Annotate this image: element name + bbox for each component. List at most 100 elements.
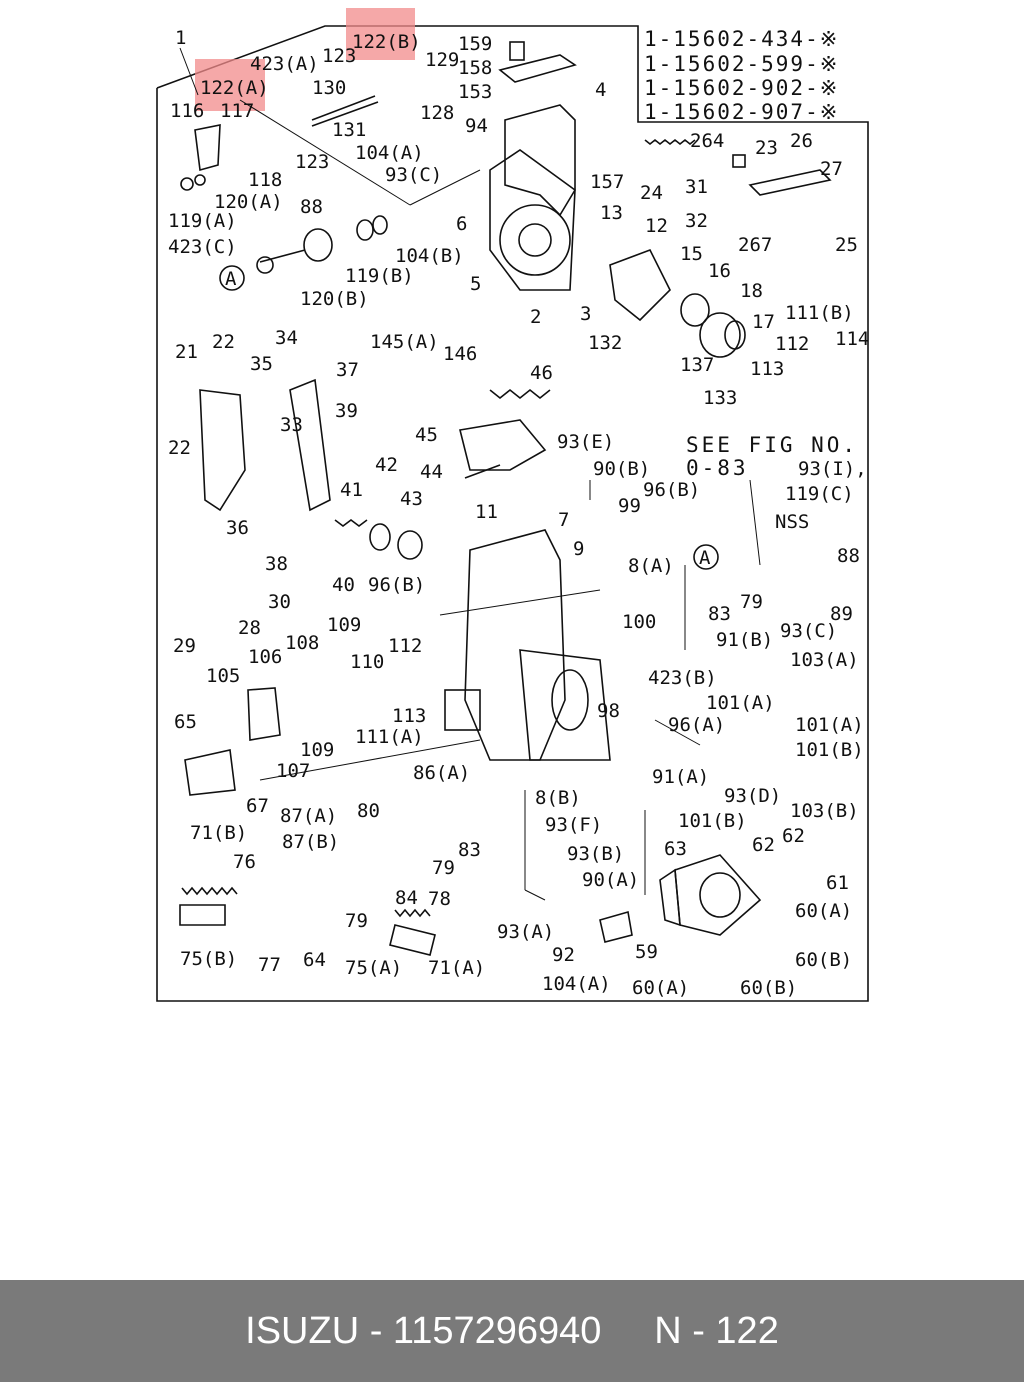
part-label: 93(C) bbox=[385, 164, 442, 186]
footer-part-number: ISUZU - 1157296940 N - 122 bbox=[245, 1309, 779, 1352]
part-label: 153 bbox=[458, 81, 492, 103]
part-label: 90(A) bbox=[582, 869, 639, 891]
part-label: 59 bbox=[635, 941, 658, 963]
part-label: 77 bbox=[258, 954, 281, 976]
part-label: 129 bbox=[425, 49, 459, 71]
part-label: 60(B) bbox=[740, 977, 797, 999]
part-label: 103(A) bbox=[790, 649, 859, 671]
part-label: 67 bbox=[246, 795, 269, 817]
part-label: 27 bbox=[820, 158, 843, 180]
part-label: 108 bbox=[285, 632, 319, 654]
part-label: 6 bbox=[456, 213, 467, 235]
part-labels: 1 122(B) 159 158 153 123 129 423(A) 122(… bbox=[168, 27, 869, 999]
part-label: 1 bbox=[175, 27, 186, 49]
reference-number-3: 1-15602-902-※ bbox=[644, 76, 839, 100]
part-label: 7 bbox=[558, 509, 569, 531]
part-label: 423(A) bbox=[250, 53, 319, 75]
part-label: 34 bbox=[275, 327, 298, 349]
part-label: 112 bbox=[388, 635, 422, 657]
part-label: 117 bbox=[220, 100, 254, 122]
part-label: 32 bbox=[685, 210, 708, 232]
part-label: 84 bbox=[395, 887, 418, 909]
part-label: 89 bbox=[830, 603, 853, 625]
part-label: 60(B) bbox=[795, 949, 852, 971]
part-label: 35 bbox=[250, 353, 273, 375]
part-label: 46 bbox=[530, 362, 553, 384]
part-label: 75(B) bbox=[180, 948, 237, 970]
part-label: 44 bbox=[420, 461, 443, 483]
part-label: 98 bbox=[597, 700, 620, 722]
part-label: 106 bbox=[248, 646, 282, 668]
part-label: 104(A) bbox=[355, 142, 424, 164]
part-label: 130 bbox=[312, 77, 346, 99]
see-figure-note-line1: SEE FIG NO. bbox=[686, 433, 858, 457]
part-label: 60(A) bbox=[632, 977, 689, 999]
part-label: 123 bbox=[322, 45, 356, 67]
part-label: 33 bbox=[280, 414, 303, 436]
part-label: 21 bbox=[175, 341, 198, 363]
part-label: 13 bbox=[600, 202, 623, 224]
part-label: 100 bbox=[622, 611, 656, 633]
part-label: 119(A) bbox=[168, 210, 237, 232]
part-label: 93(C) bbox=[780, 620, 837, 642]
part-label: 61 bbox=[826, 872, 849, 894]
reference-number-2: 1-15602-599-※ bbox=[644, 52, 839, 76]
callout-a-upper bbox=[219, 265, 245, 291]
part-label: 113 bbox=[392, 705, 426, 727]
part-label: 132 bbox=[588, 332, 622, 354]
part-label: 8(A) bbox=[628, 555, 674, 577]
part-label: 22 bbox=[168, 437, 191, 459]
part-label: 90(B) bbox=[593, 458, 650, 480]
part-label: 128 bbox=[420, 102, 454, 124]
callout-a-upper-letter: A bbox=[225, 268, 237, 290]
part-label: 80 bbox=[357, 800, 380, 822]
part-label: 39 bbox=[335, 400, 358, 422]
part-label: 8(B) bbox=[535, 787, 581, 809]
part-label: 92 bbox=[552, 944, 575, 966]
part-label: 94 bbox=[465, 115, 488, 137]
part-label: 118 bbox=[248, 169, 282, 191]
part-label: NSS bbox=[775, 511, 809, 533]
part-label: 87(A) bbox=[280, 805, 337, 827]
highlight-122a bbox=[195, 59, 265, 111]
part-label: 88 bbox=[837, 545, 860, 567]
part-label: 16 bbox=[708, 260, 731, 282]
part-label: 101(A) bbox=[706, 692, 775, 714]
part-label: 45 bbox=[415, 424, 438, 446]
part-label: 107 bbox=[276, 760, 310, 782]
part-label: 101(A) bbox=[795, 714, 864, 736]
part-label: 101(B) bbox=[795, 739, 864, 761]
part-label: 30 bbox=[268, 591, 291, 613]
callout-a-lower-letter: A bbox=[699, 547, 711, 569]
part-label: 86(A) bbox=[413, 762, 470, 784]
part-label: 105 bbox=[206, 665, 240, 687]
part-label: 25 bbox=[835, 234, 858, 256]
part-label: 22 bbox=[212, 331, 235, 353]
part-label: 93(F) bbox=[545, 814, 602, 836]
part-label: 9 bbox=[573, 538, 584, 560]
part-label: 62 bbox=[782, 825, 805, 847]
part-label: 43 bbox=[400, 488, 423, 510]
part-label: 99 bbox=[618, 495, 641, 517]
part-label: 91(A) bbox=[652, 766, 709, 788]
part-label: 119(C) bbox=[785, 483, 854, 505]
part-label: 101(B) bbox=[678, 810, 747, 832]
part-label: 64 bbox=[303, 949, 326, 971]
part-label: 29 bbox=[173, 635, 196, 657]
part-label: 104(B) bbox=[395, 245, 464, 267]
part-label: 96(B) bbox=[643, 479, 700, 501]
part-label: 83 bbox=[708, 603, 731, 625]
part-label: 65 bbox=[174, 711, 197, 733]
part-label: 4 bbox=[595, 79, 606, 101]
reference-number-4: 1-15602-907-※ bbox=[644, 100, 839, 124]
part-label: 131 bbox=[332, 119, 366, 141]
part-label: 120(B) bbox=[300, 288, 369, 310]
part-label: 63 bbox=[664, 838, 687, 860]
part-label: 79 bbox=[740, 591, 763, 613]
part-label: 159 bbox=[458, 33, 492, 55]
part-label: 109 bbox=[300, 739, 334, 761]
part-label: 120(A) bbox=[214, 191, 283, 213]
part-label: 18 bbox=[740, 280, 763, 302]
part-label: 71(B) bbox=[190, 822, 247, 844]
part-label: 93(A) bbox=[497, 921, 554, 943]
